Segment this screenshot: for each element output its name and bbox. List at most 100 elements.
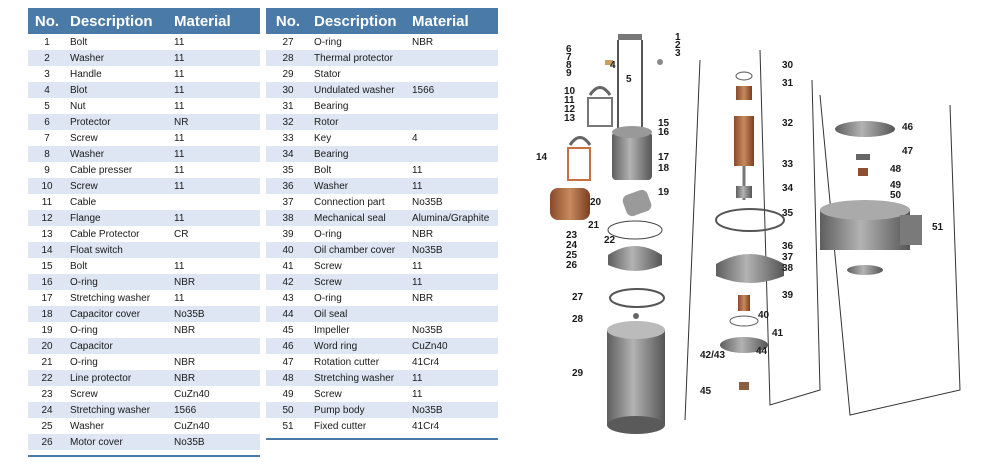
part-description-cell: Washer (310, 178, 408, 194)
diagram-label: 4 (610, 60, 616, 71)
part-material-cell: 11 (408, 274, 498, 290)
part-material-cell: 11 (170, 82, 260, 98)
part-number-cell: 4 (28, 82, 66, 98)
diagram-label: 40 (758, 310, 770, 321)
diagram-label: 10 (564, 86, 576, 97)
part-description-cell: Flange (66, 210, 170, 226)
part-description-cell: Washer (66, 50, 170, 66)
part-description-cell: O-ring (66, 354, 170, 370)
part-number-cell: 43 (266, 290, 310, 306)
o-ring-27-left (609, 288, 665, 308)
diagram-label: 30 (782, 60, 794, 71)
diagram-label: 5 (626, 74, 632, 85)
float-switch (550, 188, 590, 220)
part-number-cell: 24 (28, 402, 66, 418)
diagram-label: 28 (572, 314, 584, 325)
part-material-cell: NR (170, 114, 260, 130)
pump-body-assembly (820, 121, 922, 275)
diagram-label: 15 (658, 118, 670, 129)
part-number-cell: 8 (28, 146, 66, 162)
part-number-cell: 34 (266, 146, 310, 162)
part-material-cell: 11 (170, 98, 260, 114)
part-number-cell: 17 (28, 290, 66, 306)
part-number-cell: 13 (28, 226, 66, 242)
diagram-label: 41 (772, 328, 784, 339)
part-material-cell: 11 (408, 370, 498, 386)
assembly-divider-lines (684, 49, 961, 421)
part-description-cell: Screw (66, 386, 170, 402)
part-description-cell: Motor cover (66, 434, 170, 450)
rotor-assembly (734, 71, 754, 200)
diagram-label: 14 (536, 152, 548, 163)
header-description: Description (66, 8, 170, 34)
part-description-cell: Protector (66, 114, 170, 130)
cable-presser-assembly (567, 86, 613, 181)
part-description-cell: Cable (66, 194, 170, 210)
part-material-cell: 41Cr4 (408, 418, 498, 434)
exploded-pump-diagram: 1 2 3 4 5 6 7 8 9 10 11 12 13 14 15 16 1… (536, 32, 961, 434)
diagram-label: 9 (566, 68, 572, 79)
part-material-cell: No35B (170, 306, 260, 322)
diagram-label: 32 (782, 118, 794, 129)
part-material-cell: CuZn40 (170, 386, 260, 402)
part-number-cell: 23 (28, 386, 66, 402)
part-description-cell: Bearing (310, 98, 408, 114)
handle-assembly (605, 34, 663, 130)
part-number-cell: 10 (28, 178, 66, 194)
header-no: No. (28, 8, 66, 34)
part-number-cell: 11 (28, 194, 66, 210)
part-material-cell: No35B (408, 322, 498, 338)
part-material-cell: NBR (170, 274, 260, 290)
part-material-cell: 11 (170, 178, 260, 194)
part-number-cell: 26 (28, 434, 66, 450)
part-description-cell: Word ring (310, 338, 408, 354)
part-material-cell (408, 114, 498, 130)
part-description-cell: Stretching washer (66, 290, 170, 306)
part-number-cell: 35 (266, 162, 310, 178)
header-description: Description (310, 8, 408, 34)
part-description-cell: Blot (66, 82, 170, 98)
part-material-cell: No35B (408, 242, 498, 258)
part-number-cell: 37 (266, 194, 310, 210)
diagram-label: 22 (604, 235, 616, 246)
part-number-cell: 41 (266, 258, 310, 274)
part-material-cell: NBR (408, 226, 498, 242)
part-number-cell: 15 (28, 258, 66, 274)
part-number-cell: 49 (266, 386, 310, 402)
part-material-cell (408, 50, 498, 66)
diagram-labels: 1 2 3 4 5 6 7 8 9 10 11 12 13 14 15 16 1… (536, 32, 944, 397)
diagram-label: 42/43 (700, 350, 725, 361)
part-number-cell: 6 (28, 114, 66, 130)
part-material-cell: NBR (170, 354, 260, 370)
diagram-label: 2 (675, 40, 681, 51)
part-material-cell: 11 (170, 50, 260, 66)
part-number-cell: 1 (28, 34, 66, 50)
diagram-label: 16 (658, 127, 670, 138)
part-description-cell: Cable Protector (66, 226, 170, 242)
part-description-cell: Capacitor cover (66, 306, 170, 322)
part-material-cell: No35B (408, 194, 498, 210)
table-bottom-rule (28, 455, 260, 457)
part-number-cell: 32 (266, 114, 310, 130)
part-description-cell: Pump body (310, 402, 408, 418)
part-number-cell: 5 (28, 98, 66, 114)
